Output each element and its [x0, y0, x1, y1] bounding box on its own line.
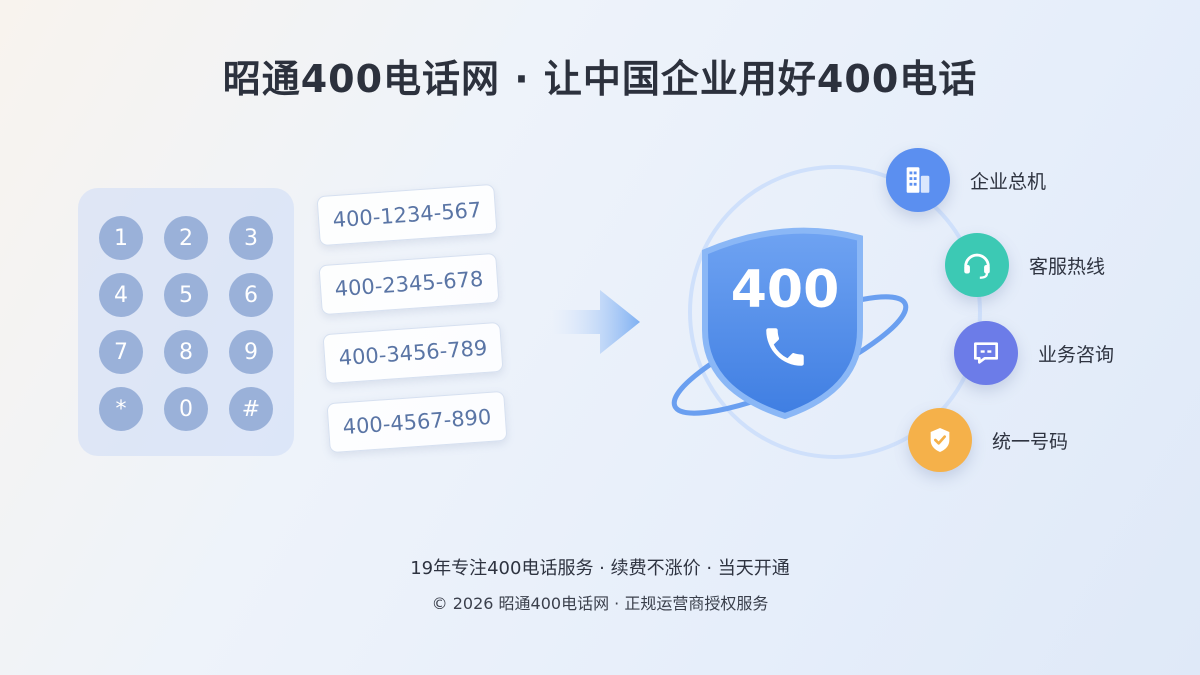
number-card-3: 400-3456-789	[322, 321, 504, 385]
key-star: *	[99, 387, 143, 431]
service-business-inquiry: 业务咨询	[954, 321, 1114, 385]
service-unified-number: 统一号码	[908, 408, 1068, 472]
shield-check-icon	[908, 408, 972, 472]
key-5: 5	[164, 273, 208, 317]
key-3: 3	[229, 216, 273, 260]
key-8: 8	[164, 330, 208, 374]
service-enterprise-switchboard: 企业总机	[886, 148, 1046, 212]
key-hash: #	[229, 387, 273, 431]
building-icon	[886, 148, 950, 212]
service-customer-hotline: 客服热线	[945, 233, 1105, 297]
number-card-1: 400-1234-567	[316, 183, 498, 247]
number-card-2: 400-2345-678	[318, 252, 500, 316]
page-title: 昭通400电话网 · 让中国企业用好400电话	[222, 57, 978, 101]
headset-icon	[945, 233, 1009, 297]
service-ring	[660, 160, 1000, 484]
key-0: 0	[164, 387, 208, 431]
service-label: 统一号码	[992, 430, 1069, 453]
service-label: 业务咨询	[1038, 343, 1115, 366]
number-card-4: 400-4567-890	[326, 390, 508, 454]
key-6: 6	[229, 273, 273, 317]
key-4: 4	[99, 273, 143, 317]
key-2: 2	[164, 216, 208, 260]
key-1: 1	[99, 216, 143, 260]
keypad-panel: 1 2 3 4 5 6 7 8 9 * 0 #	[78, 188, 294, 456]
key-7: 7	[99, 330, 143, 374]
chat-icon	[954, 321, 1018, 385]
service-label: 客服热线	[1029, 255, 1106, 278]
arrow-right-icon	[552, 286, 642, 362]
badge-400-text: 400	[730, 260, 840, 320]
footer-copyright: © 2026 昭通400电话网 · 正规运营商授权服务	[431, 594, 769, 613]
key-9: 9	[229, 330, 273, 374]
phone-icon	[760, 322, 810, 376]
footer-tagline: 19年专注400电话服务 · 续费不涨价 · 当天开通	[410, 558, 790, 579]
service-label: 企业总机	[970, 170, 1047, 193]
